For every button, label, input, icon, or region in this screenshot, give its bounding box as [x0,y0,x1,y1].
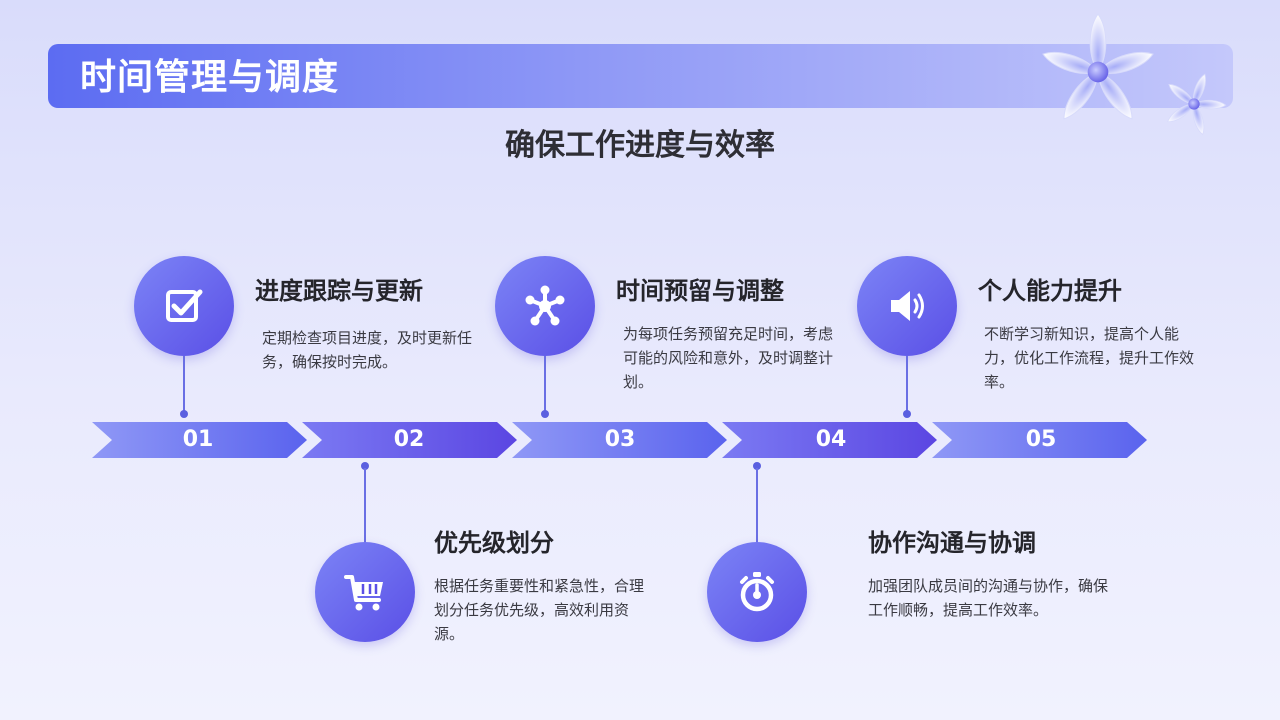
item-3-circle [495,256,595,356]
item-5-desc: 不断学习新知识，提高个人能力，优化工作流程，提升工作效率。 [984,325,1195,391]
step-number-5: 05 [1025,427,1057,452]
checkbox-icon [166,289,203,322]
item-2-title: 优先级划分 [434,529,554,557]
timeline-arrow-1 [92,422,307,458]
step-number-4: 04 [815,427,847,452]
item-4-title: 协作沟通与协调 [868,529,1036,557]
cart-icon [344,575,383,611]
item-5-dot [903,410,911,418]
item-1-connector [183,356,185,412]
item-3-dot [541,410,549,418]
item-2-desc: 根据任务重要性和紧急性，合理划分任务优先级，高效利用资源。 [434,577,645,643]
step-number-1: 01 [182,427,214,452]
flower-decoration-large [1042,13,1154,120]
timeline-arrow-3 [512,422,727,458]
item-5-title: 个人能力提升 [978,277,1122,305]
page-title: 时间管理与调度 [80,57,340,98]
step-number-3: 03 [604,427,636,452]
item-4-desc: 加强团队成员间的沟通与协作，确保工作顺畅，提高工作效率。 [868,577,1109,619]
item-3-desc: 为每项任务预留充足时间，考虑可能的风险和意外，及时调整计划。 [623,325,834,391]
speaker-icon [891,291,924,321]
item-5-circle [857,256,957,356]
item-4-connector [756,468,758,544]
stopwatch-icon [740,572,774,612]
item-2-circle [315,542,415,642]
item-4-circle [707,542,807,642]
title-bar [48,44,1233,108]
item-1-dot [180,410,188,418]
timeline-arrow-2 [302,422,517,458]
item-2-connector [364,468,366,544]
item-3-title: 时间预留与调整 [616,277,784,305]
item-1-desc: 定期检查项目进度，及时更新任务，确保按时完成。 [262,329,473,371]
item-3-connector [544,356,546,412]
flower-decoration-small [1167,73,1227,136]
network-icon [525,285,565,326]
page-subtitle: 确保工作进度与效率 [505,128,775,163]
item-5-connector [906,356,908,412]
timeline-arrow-5 [932,422,1147,458]
item-1-title: 进度跟踪与更新 [255,277,423,305]
item-4-dot [753,462,761,470]
item-1-circle [134,256,234,356]
timeline-arrow-4 [722,422,937,458]
item-2-dot [361,462,369,470]
step-number-2: 02 [393,427,425,452]
